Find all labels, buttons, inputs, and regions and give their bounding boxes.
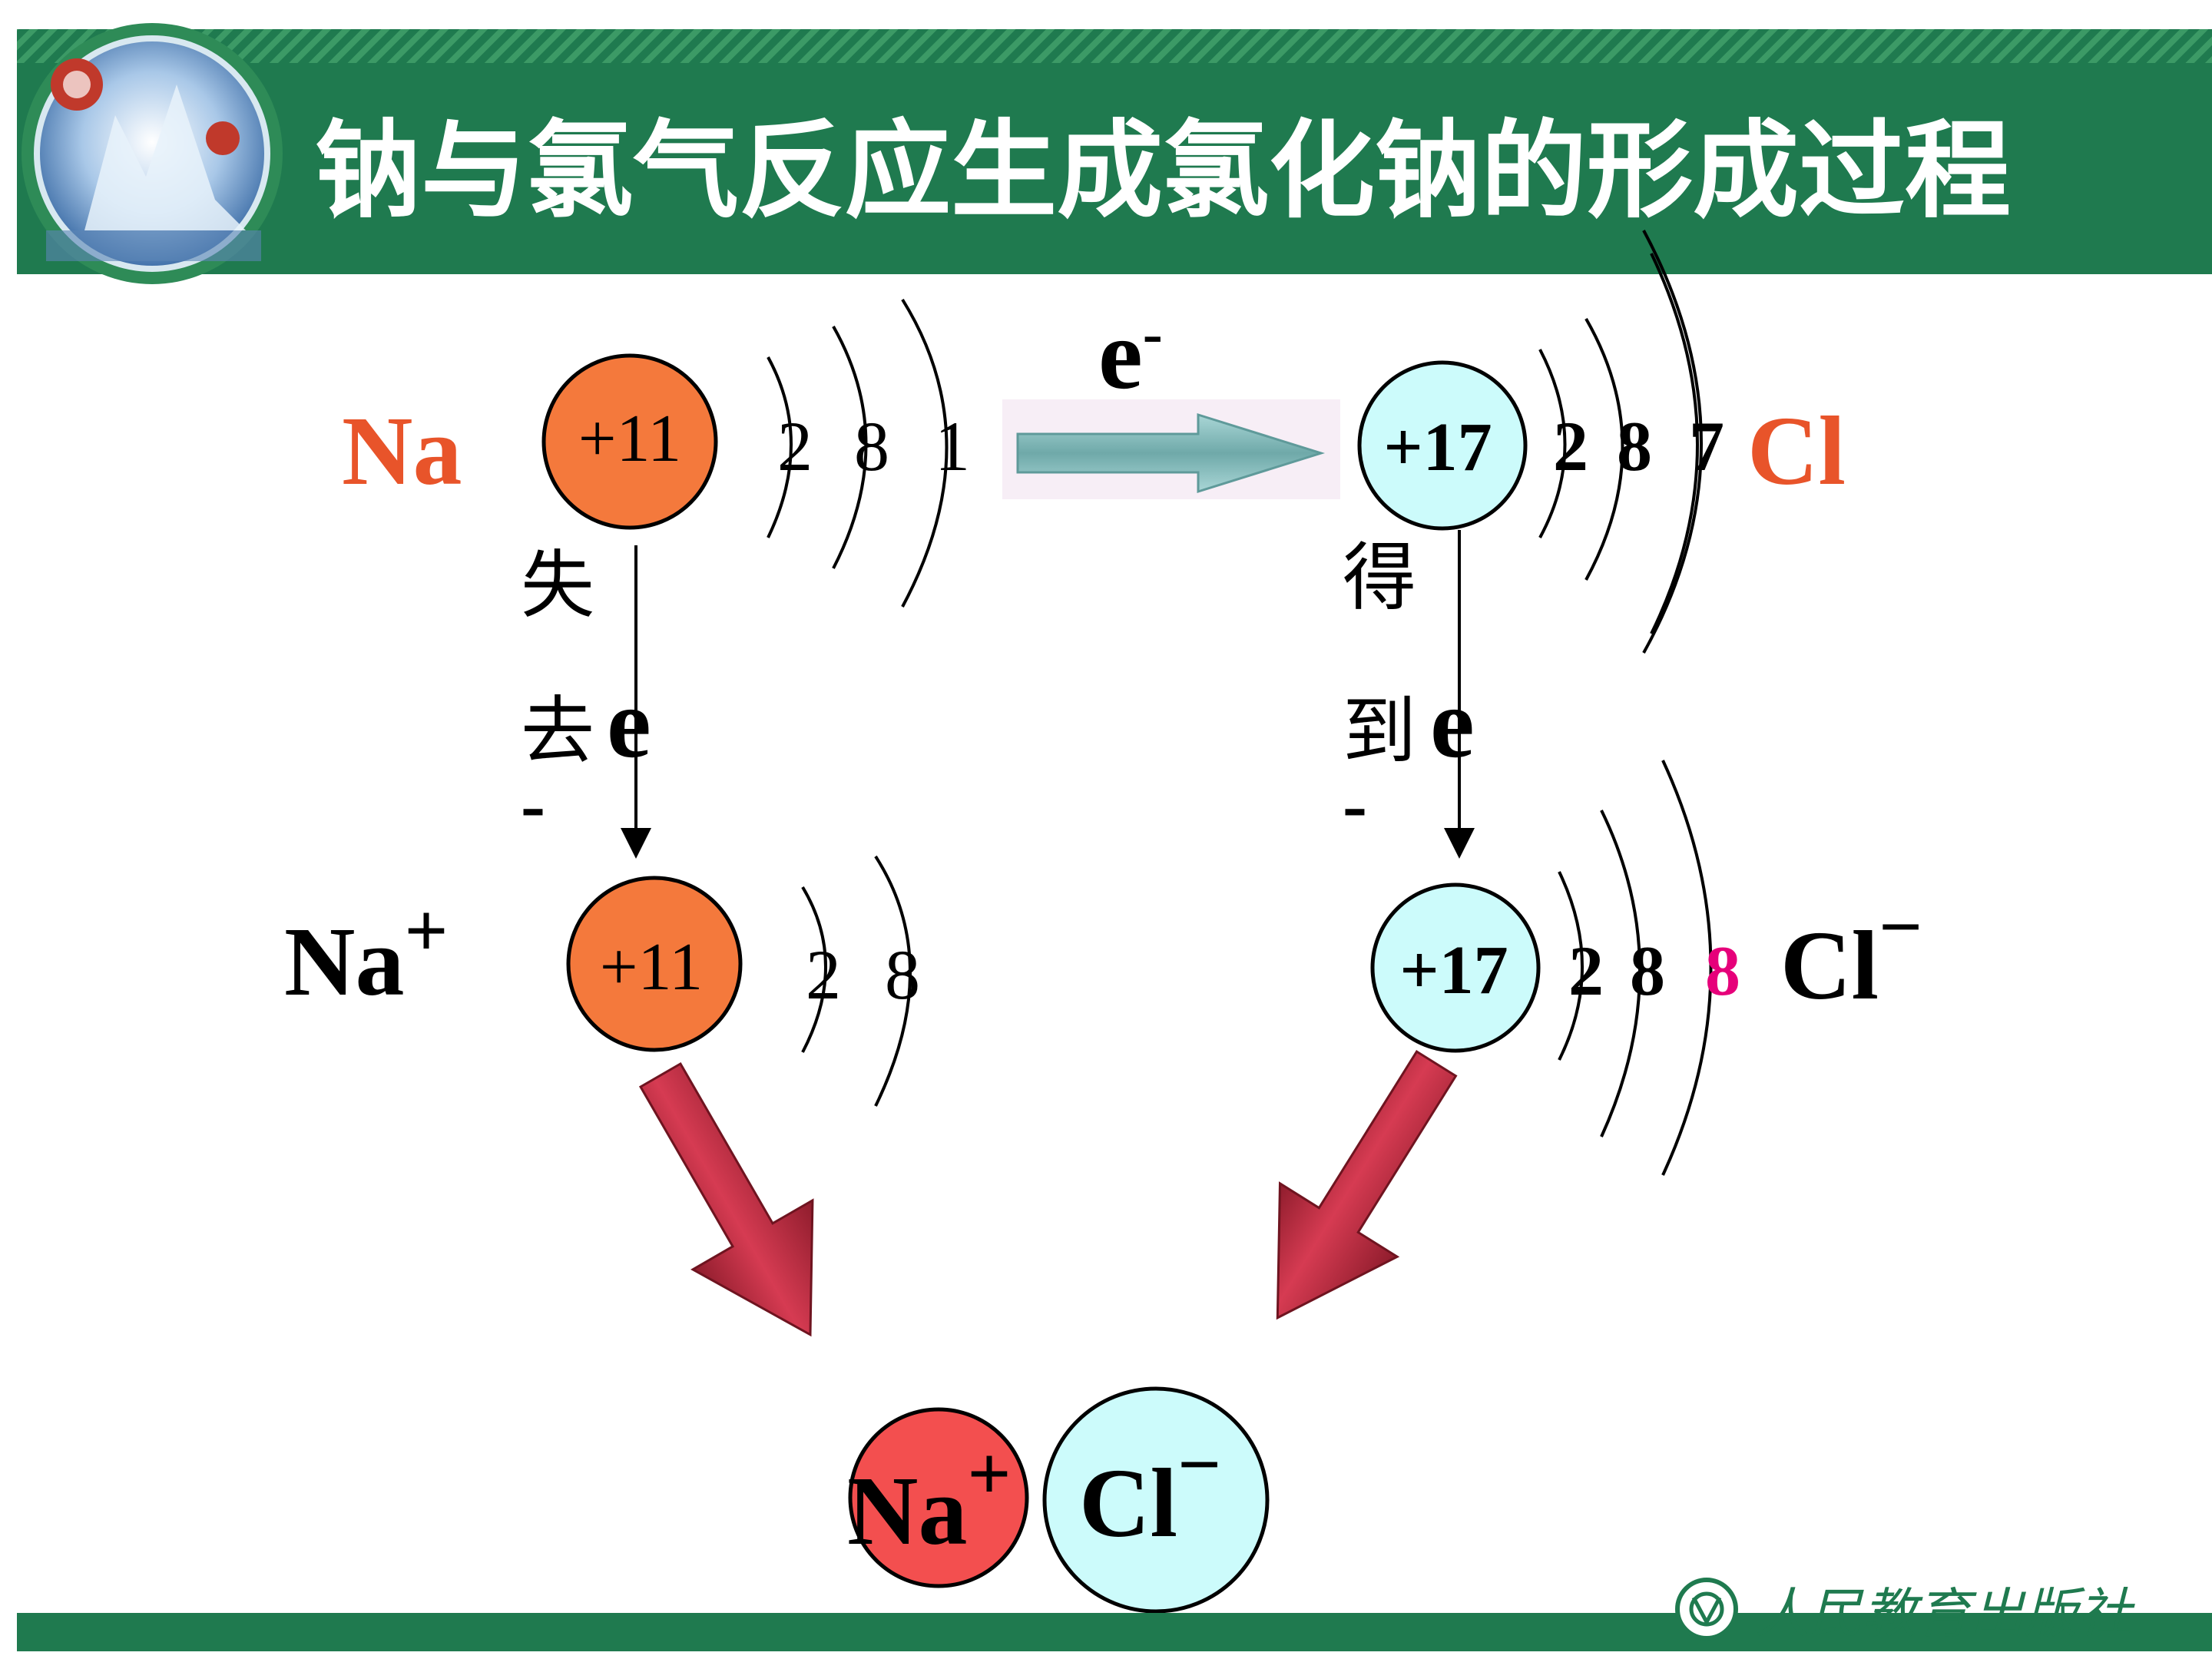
cl-ion-label: Cl− xyxy=(1780,884,1922,1020)
lose-electron-minus: - xyxy=(521,763,545,846)
na-ion-shell-1: 2 xyxy=(806,935,841,1014)
na-shell-2: 8 xyxy=(854,407,889,485)
gain-electron-symbol: e xyxy=(1430,668,1475,779)
combine-arrow-right xyxy=(1276,1050,1458,1320)
header-stripe-bar xyxy=(17,29,2212,63)
publisher-logo-icon xyxy=(1675,1578,1738,1641)
gain-char-2: 到 xyxy=(1343,688,1416,774)
na-ion-shell-2: 8 xyxy=(885,935,920,1014)
cl-ion-shell-2: 8 xyxy=(1630,932,1665,1010)
combine-arrows xyxy=(638,1050,1458,1337)
na-ion-shells xyxy=(801,855,912,1107)
na-shell-3: 1 xyxy=(935,407,970,485)
combine-arrow-left xyxy=(638,1061,814,1337)
lose-electron: 失 去 e - xyxy=(521,542,651,859)
transfer-electron-label: e- xyxy=(1098,300,1163,410)
footer: 人民教育出版社 xyxy=(17,1578,2212,1651)
cl-atom-nucleus-charge: +17 xyxy=(1383,409,1492,485)
na-atom-shells xyxy=(767,298,949,608)
footer-bar xyxy=(17,1613,2212,1651)
cl-ion-shell-3: 8 xyxy=(1705,932,1740,1010)
product-cl-ion xyxy=(1042,1386,1270,1614)
gain-char-1: 得 xyxy=(1343,535,1416,621)
cl-shell-1: 2 xyxy=(1553,407,1588,485)
product-cl-label: Cl− xyxy=(1079,1422,1221,1558)
product-na-label: Na+ xyxy=(847,1431,1011,1565)
cl-ion-nucleus-charge: +17 xyxy=(1399,932,1508,1008)
cl-ion: +17 2 8 8 Cl− xyxy=(1370,760,1922,1176)
na-ion-nucleus-charge: +11 xyxy=(600,930,703,1005)
cl-ion-shell-1: 2 xyxy=(1568,932,1604,1010)
gain-electron: 得 到 e - xyxy=(1343,530,1475,859)
product-na-ion xyxy=(848,1407,1029,1588)
na-ion-label: Na+ xyxy=(284,888,448,1016)
cl-ion-shells xyxy=(1558,760,1713,1176)
na-ion: Na+ +11 2 8 xyxy=(284,855,920,1107)
cl-atom-shells xyxy=(1538,230,1703,654)
cl-ion-nucleus xyxy=(1370,882,1541,1053)
gain-electron-minus: - xyxy=(1343,763,1367,846)
header: 钠与氯气反应生成氯化钠的形成过程 xyxy=(17,23,2212,284)
page-title: 钠与氯气反应生成氯化钠的形成过程 xyxy=(315,109,2011,233)
na-atom-nucleus-charge: +11 xyxy=(578,402,681,476)
electron-transfer: e- xyxy=(1002,300,1340,499)
na-atom-label: Na xyxy=(342,396,462,505)
globe-logo-icon xyxy=(22,23,283,284)
product-nacl: Na+ Cl− xyxy=(847,1386,1270,1614)
publisher-name: 人民教育出版社 xyxy=(1755,1582,2135,1645)
cl-atom: +17 2 8 7 Cl xyxy=(1357,230,1846,654)
na-atom-nucleus xyxy=(541,353,718,530)
na-atom: Na +11 2 8 1 xyxy=(342,298,970,608)
cl-atom-nucleus xyxy=(1357,360,1528,531)
header-bar xyxy=(17,63,2212,274)
na-shell-1: 2 xyxy=(777,407,813,485)
lose-char-1: 失 xyxy=(521,542,594,628)
na-ion-nucleus xyxy=(566,876,743,1052)
cl-shell-2: 8 xyxy=(1617,407,1652,485)
lose-char-2: 去 xyxy=(521,688,594,774)
cl-atom-label: Cl xyxy=(1747,396,1846,505)
transfer-arrow xyxy=(1016,412,1326,494)
cl-shell-3: 7 xyxy=(1689,407,1724,485)
lose-electron-symbol: e xyxy=(607,668,651,779)
